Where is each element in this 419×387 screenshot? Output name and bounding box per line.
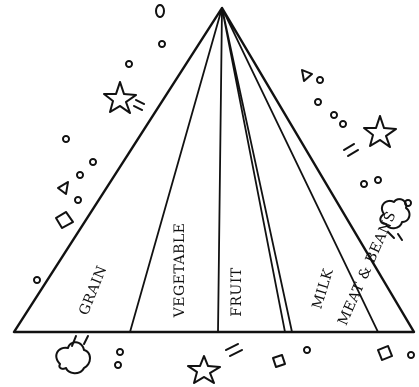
- band-label-vegetable: VEGETABLE: [172, 223, 188, 319]
- decorative-doodles: [34, 5, 414, 383]
- circle-icon: [115, 362, 121, 368]
- circle-icon: [117, 349, 123, 355]
- circle-icon: [63, 136, 69, 142]
- motion-lines-icon: [134, 106, 142, 110]
- divider-vegetable-fruit: [218, 8, 222, 332]
- motion-lines-icon: [136, 100, 144, 104]
- star-icon: [188, 356, 220, 383]
- square-icon: [378, 346, 392, 360]
- circle-icon: [77, 172, 83, 178]
- motion-lines-icon: [348, 150, 358, 156]
- motion-lines-icon: [344, 144, 354, 150]
- motion-lines-icon: [230, 350, 242, 356]
- circle-icon: [315, 99, 321, 105]
- square-icon: [56, 212, 73, 228]
- circle-icon: [340, 121, 346, 127]
- circle-icon: [90, 159, 96, 165]
- star-icon: [364, 116, 396, 147]
- circle-icon: [361, 181, 367, 187]
- triangle-icon: [58, 182, 68, 194]
- square-icon: [273, 355, 285, 367]
- circle-icon: [159, 41, 165, 47]
- circle-icon: [408, 352, 414, 358]
- circle-icon: [126, 61, 132, 67]
- circle-icon: [34, 277, 40, 283]
- circle-icon: [317, 77, 323, 83]
- triangle-icon: [302, 70, 312, 81]
- star-icon: [104, 82, 136, 113]
- circle-icon: [375, 177, 381, 183]
- band-label-milk: MILK: [309, 267, 336, 312]
- circle-icon: [304, 347, 310, 353]
- swirl-icon: [56, 342, 90, 373]
- circle-icon: [156, 5, 164, 17]
- motion-lines-icon: [226, 344, 238, 350]
- circle-icon: [331, 112, 337, 118]
- circle-icon: [75, 197, 81, 203]
- band-label-grain: GRAIN: [76, 263, 110, 317]
- band-label-fruit: FRUIT: [229, 267, 245, 317]
